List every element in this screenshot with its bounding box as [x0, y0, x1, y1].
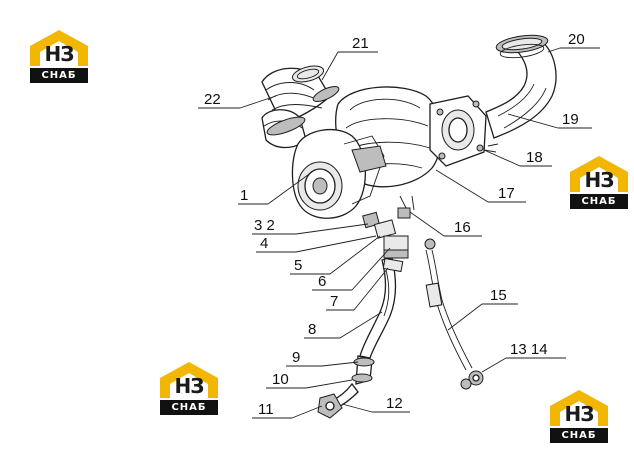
watermark-logo-bottom-left: НЗ СНАБ [158, 360, 220, 416]
callout-8: 8 [308, 321, 316, 338]
watermark-logo-bottom-right: НЗ СНАБ [548, 388, 610, 444]
logo-mark: НЗ [584, 168, 615, 192]
callout-6: 6 [318, 273, 326, 290]
callout-12: 12 [386, 395, 403, 412]
compressor-housing [291, 128, 387, 219]
house-roof-icon [550, 390, 608, 426]
house-roof-icon [30, 30, 88, 66]
callout-16: 16 [454, 219, 471, 236]
leader-lines [198, 47, 600, 419]
house-roof-icon [570, 156, 628, 192]
callout-20: 20 [568, 31, 585, 48]
outlet-flange [429, 95, 499, 167]
logo-mark: НЗ [174, 374, 205, 398]
callout-18: 18 [526, 149, 543, 166]
logo-plate: СНАБ [30, 68, 88, 83]
oil-drain-tube [359, 257, 404, 359]
logo-mark: НЗ [564, 402, 595, 426]
callout-15: 15 [490, 287, 507, 304]
callout-4: 4 [260, 235, 268, 252]
callout-13-14: 13 14 [510, 341, 548, 358]
callout-21: 21 [352, 35, 369, 52]
oil-fittings [362, 195, 436, 259]
logo-plate: СНАБ [160, 400, 218, 415]
house-roof-icon [160, 362, 218, 398]
callout-10: 10 [272, 371, 289, 388]
callout-1: 1 [240, 187, 248, 204]
hose-clamps [266, 86, 340, 136]
logo-plate: СНАБ [570, 194, 628, 209]
watermark-logo-top-left: НЗ СНАБ [28, 28, 90, 84]
exhaust-elbow [485, 34, 557, 139]
logo-plate: СНАБ [550, 428, 608, 443]
callout-9: 9 [292, 349, 300, 366]
callout-labels: 21 22 20 19 18 17 16 1 3 2 4 5 6 7 8 9 1… [204, 31, 585, 418]
callout-3-2: 3 2 [254, 217, 275, 234]
callout-7: 7 [330, 293, 338, 310]
lower-drain-hose [317, 355, 375, 419]
callout-19: 19 [562, 111, 579, 128]
callout-5: 5 [294, 257, 302, 274]
callout-22: 22 [204, 91, 221, 108]
watermark-logo-right: НЗ СНАБ [568, 154, 630, 210]
oil-feed-line [425, 249, 484, 390]
logo-mark: НЗ [44, 42, 75, 66]
callout-17: 17 [498, 185, 515, 202]
callout-11: 11 [258, 401, 274, 418]
